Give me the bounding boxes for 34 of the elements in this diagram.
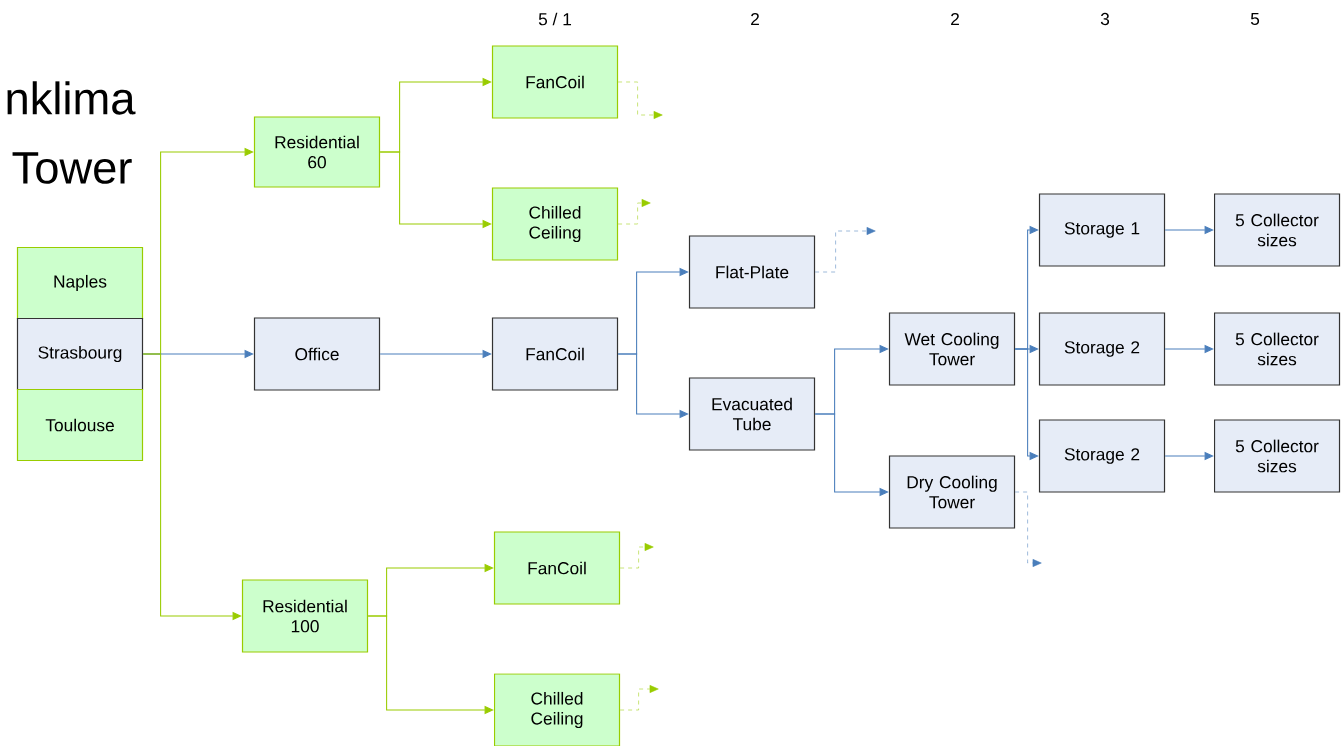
column-number: 5 / 1 [538, 12, 572, 26]
process-box: Storage 1 [1038, 193, 1166, 267]
process-box: Chilled Ceiling [493, 673, 621, 746]
arrow [619, 543, 654, 569]
title-text: Tower [12, 152, 132, 184]
process-box: Evacuated Tube [688, 377, 816, 451]
arrow [814, 227, 876, 273]
arrow [617, 199, 651, 225]
process-box: Storage 2 [1038, 312, 1166, 386]
process-box: Office [253, 317, 381, 391]
column-number: 3 [1100, 12, 1110, 26]
process-box: 5 Collector sizes [1213, 193, 1341, 267]
arrow [1014, 491, 1042, 567]
column-number: 2 [751, 12, 759, 26]
process-box: Residential 60 [253, 116, 381, 188]
arrow [617, 81, 663, 119]
process-box: Storage 2 [1038, 419, 1166, 493]
process-box: FanCoil [493, 531, 621, 605]
arrow [619, 685, 659, 711]
process-box: Naples [16, 246, 144, 320]
column-number: 5 [1250, 12, 1260, 26]
process-box: Chilled Ceiling [491, 187, 619, 261]
process-box: Strasbourg [16, 317, 144, 391]
column-number: 2 [951, 12, 959, 26]
process-box: Flat-Plate [688, 235, 816, 309]
process-box: FanCoil [491, 317, 619, 391]
title-text: nklima [7, 81, 136, 115]
process-box: 5 Collector sizes [1213, 419, 1341, 493]
process-box: 5 Collector sizes [1213, 312, 1341, 386]
process-box: Wet Cooling Tower [888, 312, 1016, 386]
process-box: FanCoil [491, 45, 619, 119]
process-box: Toulouse [16, 388, 144, 462]
process-box: Residential 100 [241, 579, 369, 653]
process-box: Dry Cooling Tower [888, 455, 1016, 529]
